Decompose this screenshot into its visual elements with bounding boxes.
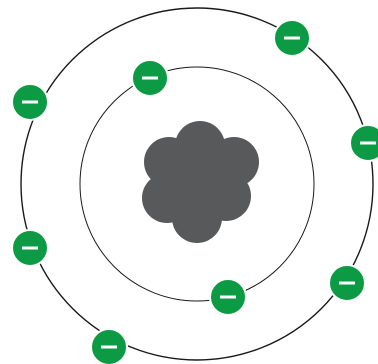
electron-minus-icon: [11, 229, 49, 267]
nucleus-icon: [142, 121, 259, 243]
electron-minus-icon: [90, 328, 128, 364]
electrons: [11, 19, 378, 364]
outer-orbit: [20, 7, 374, 361]
electron-minus-icon: [131, 59, 169, 97]
inner-orbit: [79, 66, 315, 302]
electron-minus-icon: [328, 264, 366, 302]
electron-minus-icon: [11, 83, 49, 121]
electron-minus-icon: [209, 278, 247, 316]
electron-minus-icon: [349, 124, 378, 162]
electron-minus-icon: [273, 19, 311, 57]
